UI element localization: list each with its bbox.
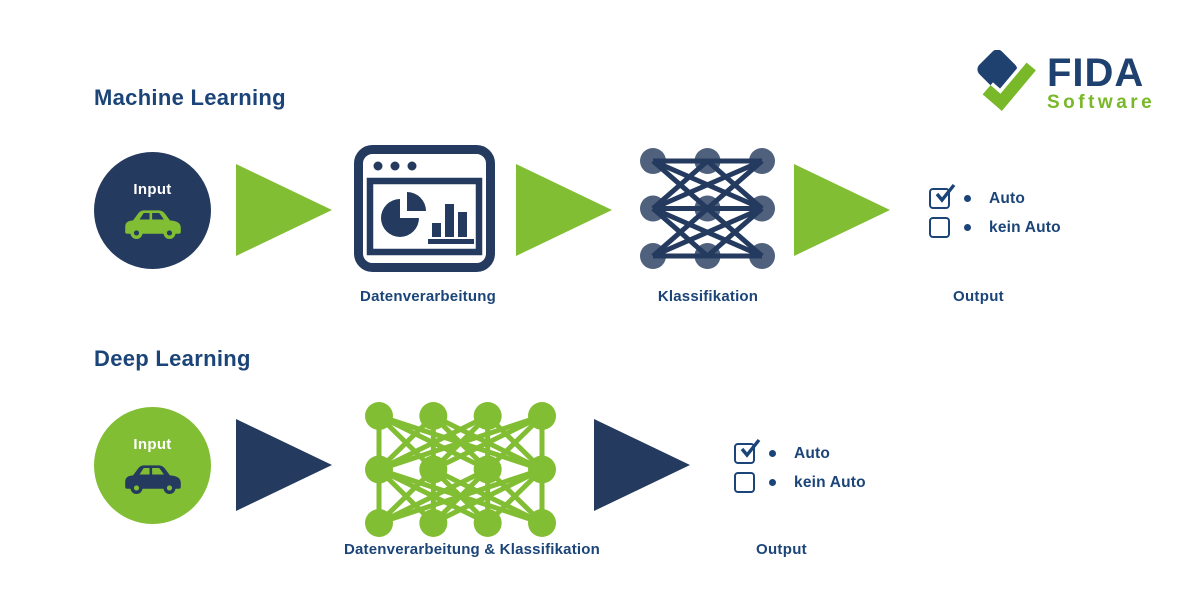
dl-input-label: Input <box>133 435 172 453</box>
ml-input-label: Input <box>133 180 172 198</box>
ml-input-node: Input <box>94 152 211 269</box>
bullet-icon <box>769 479 776 486</box>
flow-arrow-icon <box>794 164 890 256</box>
dl-input-node: Input <box>94 407 211 524</box>
fida-logo: FIDA Software <box>974 50 1155 114</box>
dl-step-label: Datenverarbeitung & Klassifikation <box>343 541 601 558</box>
car-icon <box>124 209 181 239</box>
dl-output-label: Output <box>756 541 807 558</box>
car-icon <box>124 464 181 494</box>
unchecked-checkbox-icon <box>929 217 950 238</box>
ml-output-options: Auto kein Auto <box>929 183 1061 242</box>
dl-option-auto-label: Auto <box>794 444 831 462</box>
checked-checkbox-icon <box>734 438 761 464</box>
ml-step2-label: Klassifikation <box>657 288 759 305</box>
bullet-icon <box>964 195 971 202</box>
ml-option-auto: Auto <box>929 183 1061 213</box>
flow-arrow-icon <box>594 419 690 511</box>
bullet-icon <box>964 224 971 231</box>
classification-network-icon <box>640 148 775 269</box>
unchecked-checkbox-icon <box>734 472 755 493</box>
flow-arrow-icon <box>236 164 332 256</box>
deep-network-icon <box>365 402 556 537</box>
checked-checkbox-icon <box>929 183 956 209</box>
brand-subtitle: Software <box>1047 92 1156 113</box>
fida-logo-mark-icon <box>977 50 1038 113</box>
data-processing-icon <box>354 145 495 272</box>
ml-option-auto-label: Auto <box>989 189 1026 207</box>
dl-option-kein-auto-label: kein Auto <box>794 473 866 491</box>
ml-option-kein-auto-label: kein Auto <box>989 218 1061 236</box>
flow-arrow-icon <box>236 419 332 511</box>
brand-name: FIDA <box>1047 51 1145 95</box>
machine-learning-title: Machine Learning <box>94 85 286 110</box>
dl-output-options: Auto kein Auto <box>734 438 866 497</box>
flow-arrow-icon <box>516 164 612 256</box>
dl-option-kein-auto: kein Auto <box>734 468 866 497</box>
ml-step1-label: Datenverarbeitung <box>360 288 496 305</box>
ml-output-label: Output <box>953 288 1004 305</box>
deep-learning-title: Deep Learning <box>94 346 251 371</box>
bullet-icon <box>769 450 776 457</box>
ml-option-kein-auto: kein Auto <box>929 213 1061 242</box>
dl-option-auto: Auto <box>734 438 866 468</box>
